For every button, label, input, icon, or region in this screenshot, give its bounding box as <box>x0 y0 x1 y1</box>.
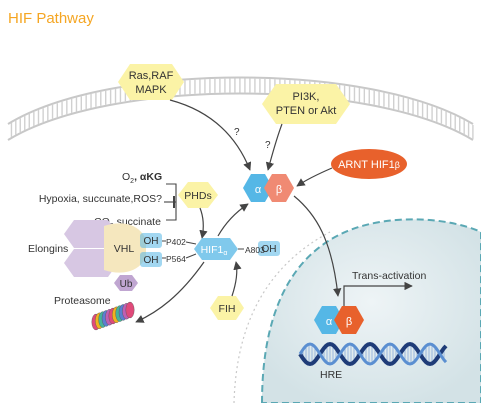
p564-label: P564 <box>166 254 186 264</box>
phds-node: PHDs <box>178 182 218 208</box>
arrow-hif-to-dimer <box>217 203 249 237</box>
ub-label: Ub <box>120 279 133 290</box>
vhl-complex: VHL Elongins Ub <box>28 220 146 291</box>
hif1-alpha: α <box>223 250 227 257</box>
nucleus <box>260 218 481 403</box>
trans-activation-label: Trans-activation <box>352 270 426 282</box>
pi3k-label: PI3K, <box>293 91 320 103</box>
ras-label: Ras,RAF <box>129 70 174 82</box>
oh-bottom-label: OH <box>144 255 159 266</box>
svg-text:HIF1α: HIF1α <box>201 244 228 257</box>
arrow-phds-to-hif <box>199 207 208 239</box>
proteasome: Proteasome <box>54 295 135 331</box>
dna-strand <box>298 342 448 366</box>
phds-label: PHDs <box>184 190 211 202</box>
ras-raf-mapk-node: Ras,RAF MAPK <box>118 64 184 100</box>
hydroxyl-groups: OH OH OH <box>140 233 280 267</box>
hif1a-node: HIF1α <box>194 238 238 260</box>
oh-right-label: OH <box>262 244 277 255</box>
hif-dimer-cytoplasm: α β <box>243 174 294 202</box>
oh-top-label: OH <box>144 236 159 247</box>
oxygen-bracket <box>164 183 177 221</box>
fih-label: FIH <box>219 303 236 315</box>
hypoxia-label: Hypoxia, succunate,ROS? <box>39 193 162 205</box>
beta-label: β <box>276 184 282 196</box>
arrow-arnt-to-dimer <box>296 167 333 187</box>
alpha-label: α <box>255 184 262 196</box>
a803-label: A803 <box>245 245 265 255</box>
vhl-label: VHL <box>114 243 135 255</box>
question-mark-1: ? <box>234 127 240 138</box>
hre-label: HRE <box>320 369 342 381</box>
question-mark-2: ? <box>265 140 271 151</box>
dna-strand <box>298 341 448 367</box>
arrow-hif-to-proteasome <box>135 261 205 323</box>
arrow-fih-to-hif <box>231 261 242 297</box>
arrow-trans-activation <box>343 281 413 306</box>
p402-label: P402 <box>166 237 186 247</box>
hif1-label: HIF1 <box>201 244 224 256</box>
mapk-label: MAPK <box>135 84 167 96</box>
proteasome-ring <box>125 301 135 319</box>
arnt-label: ARNT HIF1 <box>338 159 395 171</box>
pten-akt-label: PTEN or Akt <box>276 105 337 117</box>
arrow-pi3k-to-dimer <box>265 123 283 171</box>
proteasome-label: Proteasome <box>54 295 111 307</box>
elongins-label: Elongins <box>28 243 68 255</box>
nuc-alpha-label: α <box>326 316 333 328</box>
svg-text:ARNT HIF1β: ARNT HIF1β <box>338 159 400 171</box>
inner-cell-boundary <box>233 231 331 403</box>
fih-node: FIH <box>210 296 244 320</box>
nuc-beta-label: β <box>346 316 352 328</box>
arrow-ras-to-dimer <box>169 99 252 171</box>
dna-helix <box>298 341 448 367</box>
arnt-beta: β <box>395 160 400 170</box>
o2-akg-label: O2, αKG <box>122 171 162 185</box>
arrow-dimer-to-nucleus <box>293 195 342 297</box>
cell-membrane <box>7 76 474 141</box>
page-title: HIF Pathway <box>8 10 94 27</box>
arnt-hif1b-node: ARNT HIF1β <box>331 149 407 179</box>
hif-dimer-nucleus: α β <box>314 306 364 334</box>
pi3k-node: PI3K, PTEN or Akt <box>262 84 350 124</box>
